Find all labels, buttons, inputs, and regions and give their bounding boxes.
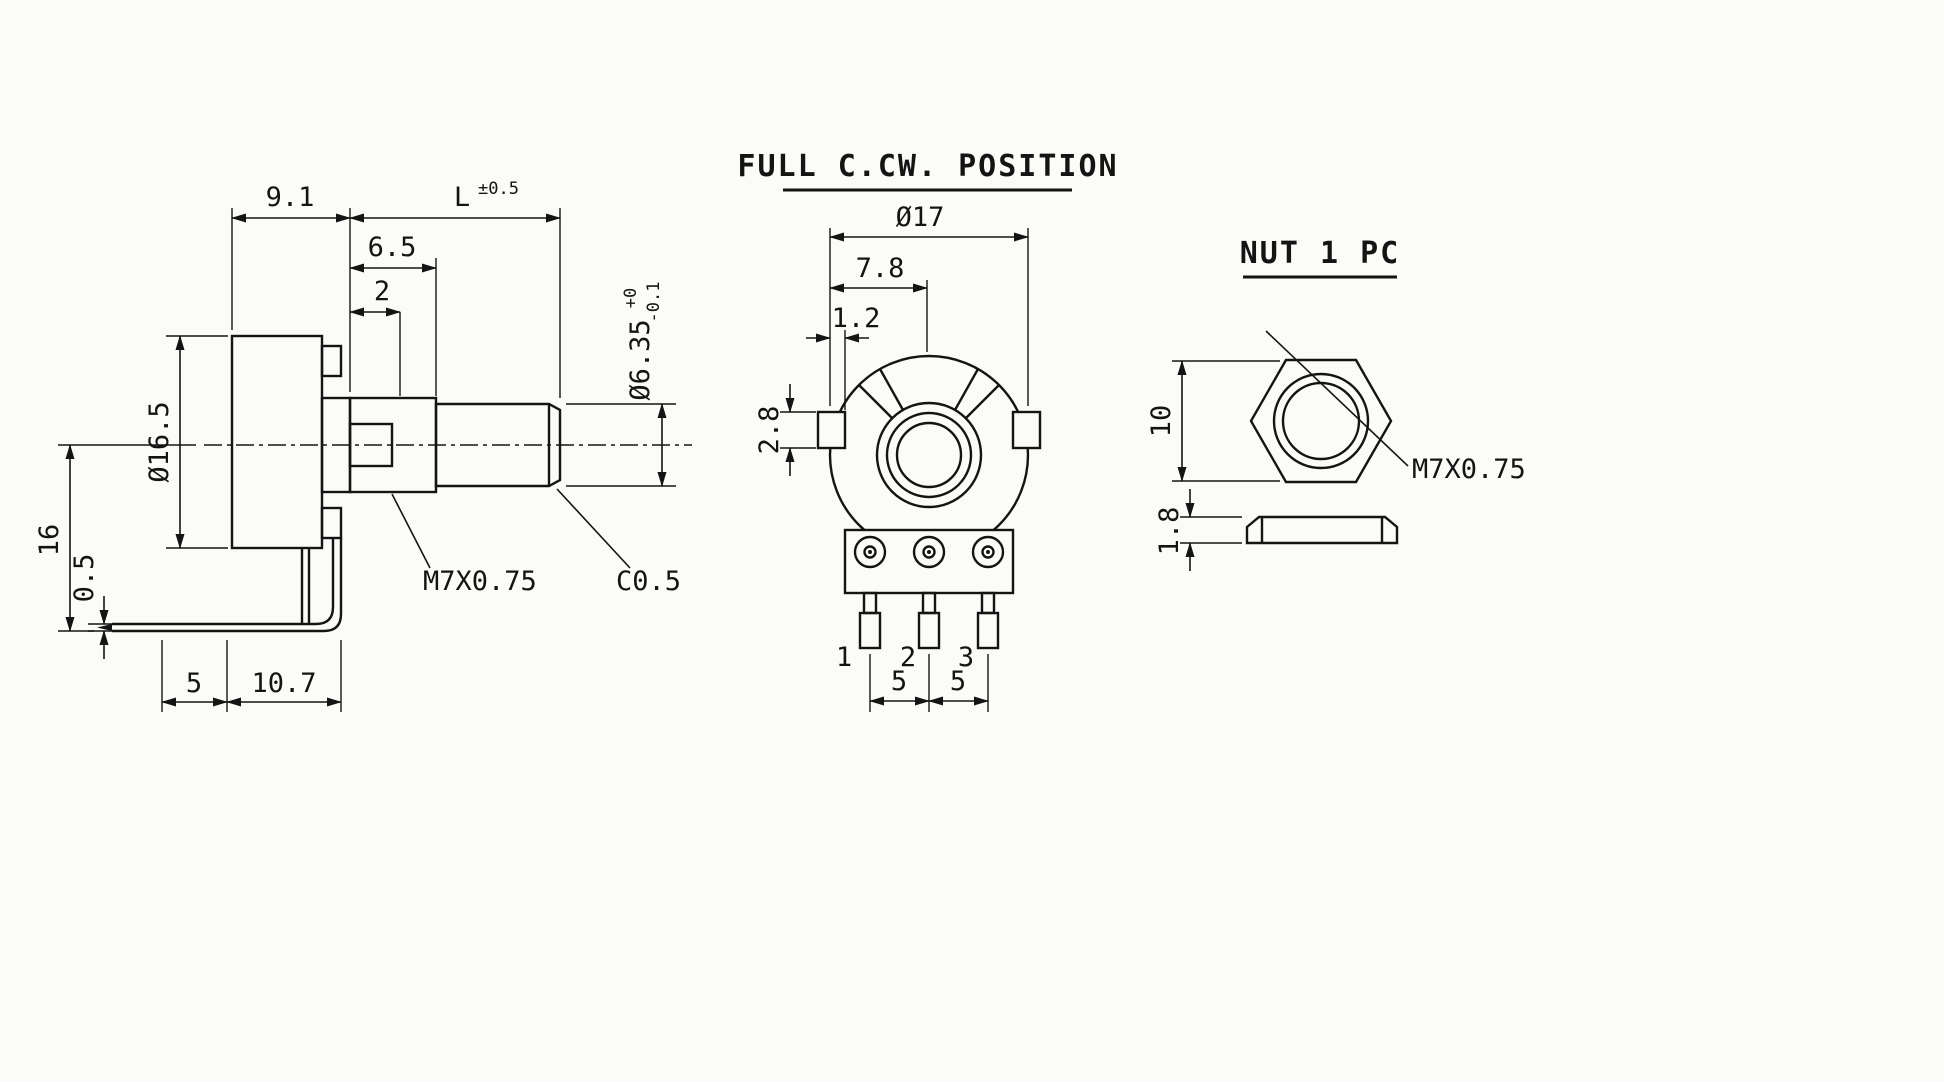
pin-3-label: 3 bbox=[958, 642, 974, 673]
right-ear bbox=[1011, 410, 1042, 450]
pin-2 bbox=[917, 591, 941, 650]
thread-leader-line bbox=[391, 493, 431, 569]
terminal-ring bbox=[971, 535, 1005, 569]
dim-10-7-label: 10.7 bbox=[251, 668, 316, 699]
dim-10-label: 10 bbox=[1146, 405, 1177, 438]
dim-dia-6-35-label: Ø6.35 bbox=[625, 319, 656, 400]
pin-2-label: 2 bbox=[900, 642, 916, 673]
pin-bend-inner bbox=[112, 538, 335, 626]
terminal-hole bbox=[981, 545, 995, 559]
dim-2-label: 2 bbox=[374, 276, 390, 307]
dim-2-8-label: 2.8 bbox=[754, 406, 785, 455]
dim-dia-6-35-tol-upper-label: +0 bbox=[621, 288, 641, 308]
pin-neck bbox=[980, 591, 996, 615]
pot-body-outline bbox=[230, 334, 324, 550]
terminal-ring bbox=[912, 535, 946, 569]
nut-side-profile bbox=[1245, 515, 1399, 545]
dim-6-5-label: 6.5 bbox=[368, 232, 417, 263]
pin-body bbox=[976, 611, 1000, 650]
nut-hexagon bbox=[1249, 358, 1393, 484]
bushing-slot bbox=[348, 422, 394, 468]
bushing-circle bbox=[875, 401, 983, 509]
nut-thread-circle-inner bbox=[1281, 381, 1361, 461]
chamfer-leader-line bbox=[556, 488, 631, 569]
dim-16-label: 16 bbox=[34, 524, 65, 557]
thread-spec-label: M7X0.75 bbox=[423, 566, 537, 597]
dim-pitch-right-label: 5 bbox=[950, 666, 966, 697]
body-top-tab bbox=[320, 344, 343, 378]
chamfer-label: C0.5 bbox=[616, 566, 681, 597]
terminal-base bbox=[843, 528, 1015, 595]
rotor-mark bbox=[878, 368, 905, 411]
pin-bend-outer bbox=[112, 538, 343, 633]
pin-tip bbox=[97, 624, 112, 631]
side-view: 9.1 L ±0.5 6.5 2 Ø16.5 16 0.5 5 1 bbox=[34, 179, 692, 712]
pin-1-label: 1 bbox=[836, 642, 852, 673]
front-view-title: FULL C.CW. POSITION bbox=[737, 149, 1118, 184]
body-bottom-tab bbox=[320, 506, 343, 540]
nut-thread-circle-outer bbox=[1272, 372, 1370, 470]
pin-body bbox=[917, 611, 941, 650]
pin-3 bbox=[976, 591, 1000, 650]
nut-view-title: NUT 1 PC bbox=[1240, 236, 1401, 271]
terminal-1 bbox=[853, 535, 887, 569]
terminal-hole bbox=[922, 545, 936, 559]
dim-0-5-label: 0.5 bbox=[69, 554, 100, 603]
dim-1-8-label: 1.8 bbox=[1154, 507, 1185, 556]
nut-view: NUT 1 PC M7X0.75 10 1.8 bbox=[1146, 236, 1526, 571]
dim-dia-17-label: Ø17 bbox=[896, 202, 945, 233]
terminal-dot bbox=[986, 550, 990, 554]
left-ear bbox=[816, 410, 847, 450]
pin-body bbox=[858, 611, 882, 650]
dim-7-8-label: 7.8 bbox=[856, 253, 905, 284]
terminal-2 bbox=[912, 535, 946, 569]
shaft-circle-inner bbox=[895, 421, 963, 489]
shaft-circle-outer bbox=[885, 411, 973, 499]
rotor-mark bbox=[965, 384, 1000, 419]
dim-9-1-label: 9.1 bbox=[266, 182, 315, 213]
terminal-ring bbox=[853, 535, 887, 569]
dim-dia-6-35-tol-lower-label: -0.1 bbox=[644, 282, 664, 323]
dim-5-label: 5 bbox=[186, 668, 202, 699]
dim-1-2-label: 1.2 bbox=[832, 303, 881, 334]
front-view: FULL C.CW. POSITION bbox=[737, 149, 1118, 712]
rotor-mark bbox=[858, 384, 893, 419]
nut-thread-leader-line bbox=[1265, 330, 1409, 467]
dim-pitch-left-label: 5 bbox=[891, 666, 907, 697]
dim-L-tolerance-label: ±0.5 bbox=[478, 179, 519, 199]
dim-dia-16-5-label: Ø16.5 bbox=[144, 401, 175, 482]
terminal-hole bbox=[863, 545, 877, 559]
nut-thread-spec-label: M7X0.75 bbox=[1412, 454, 1526, 485]
pin-1 bbox=[858, 591, 882, 650]
terminal-dot bbox=[868, 550, 872, 554]
rotor-mark bbox=[953, 368, 980, 411]
dim-L-label: L bbox=[454, 182, 470, 213]
pin-neck bbox=[862, 591, 878, 615]
terminal-dot bbox=[927, 550, 931, 554]
terminal-3 bbox=[971, 535, 1005, 569]
pin-neck bbox=[921, 591, 937, 615]
